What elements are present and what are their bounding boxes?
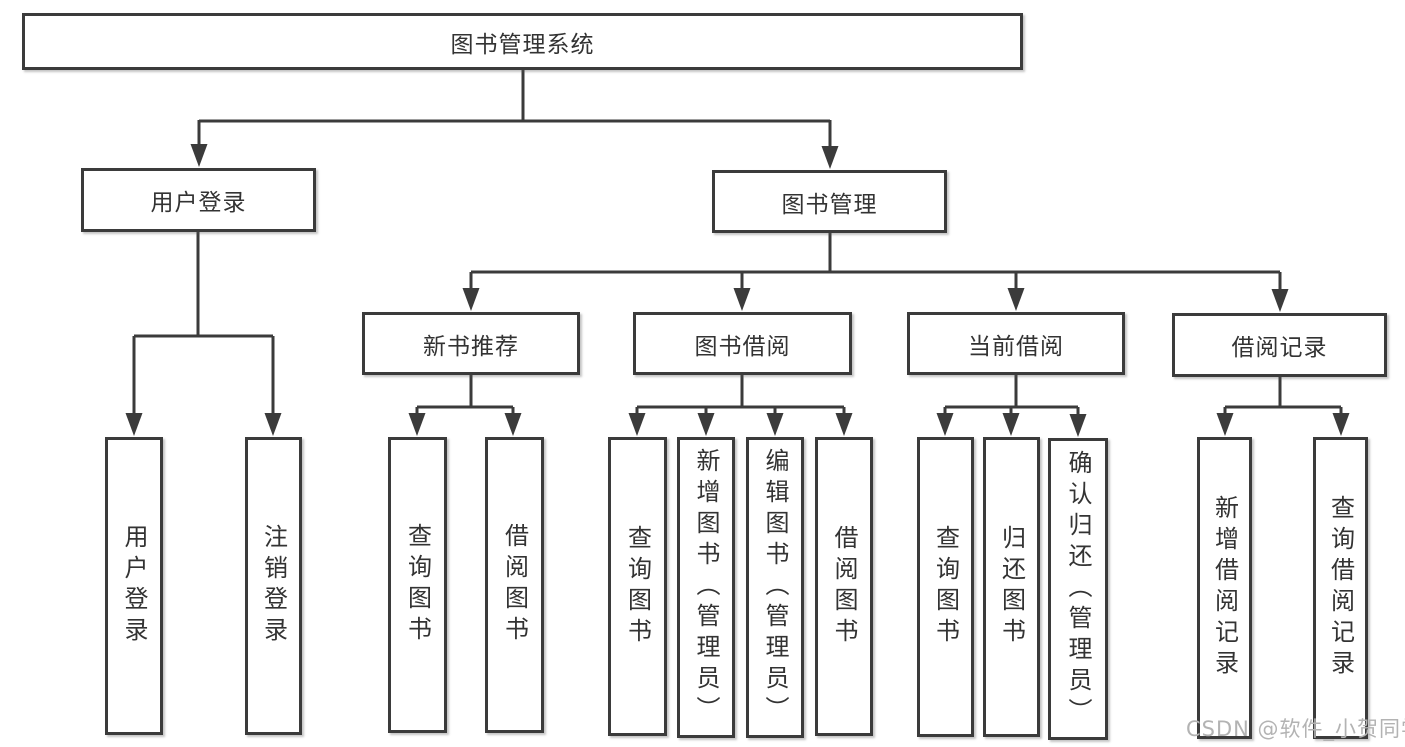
leaf-edit-books-admin: 编辑图书（管理员）	[746, 437, 804, 738]
node-book-borrow: 图书借阅	[633, 312, 852, 375]
leaf-query-books-borrow: 查询图书	[608, 437, 667, 736]
arrow-down-icon	[766, 413, 784, 436]
arrow-down-icon	[125, 413, 143, 436]
arrow-down-icon	[1002, 413, 1020, 436]
arrow-down-icon	[628, 413, 646, 436]
arrow-down-icon	[1332, 413, 1350, 436]
arrow-down-icon	[190, 144, 208, 167]
arrow-down-icon	[835, 413, 853, 436]
arrow-down-icon	[1007, 288, 1025, 311]
arrow-down-icon	[462, 288, 480, 311]
arrow-down-icon	[1069, 414, 1087, 437]
leaf-return-books: 归还图书	[983, 437, 1040, 737]
leaf-query-books-current: 查询图书	[917, 437, 974, 737]
leaf-logout: 注销登录	[245, 437, 302, 735]
leaf-confirm-return-admin: 确认归还（管理员）	[1048, 438, 1108, 740]
watermark-text: CSDN @软件_小贺同学	[1186, 717, 1405, 741]
arrow-down-icon	[264, 413, 282, 436]
leaf-add-borrow-record: 新增借阅记录	[1197, 437, 1252, 739]
leaf-query-borrow-record: 查询借阅记录	[1313, 437, 1368, 739]
arrowhead-icons	[125, 144, 1350, 437]
arrow-down-icon	[1216, 413, 1234, 436]
arrow-down-icon	[733, 288, 751, 311]
arrow-down-icon	[504, 413, 522, 436]
node-borrow-records: 借阅记录	[1172, 313, 1387, 377]
leaf-query-books-recommend: 查询图书	[388, 437, 447, 733]
arrow-down-icon	[1271, 289, 1289, 312]
node-current-borrow: 当前借阅	[907, 312, 1125, 375]
arrow-down-icon	[936, 413, 954, 436]
leaf-borrow-books: 借阅图书	[815, 437, 873, 736]
leaf-user-login: 用户登录	[105, 437, 163, 735]
leaf-add-books-admin: 新增图书（管理员）	[677, 437, 735, 738]
leaf-borrow-books-recommend: 借阅图书	[485, 437, 544, 733]
node-root-system: 图书管理系统	[22, 13, 1023, 70]
arrow-down-icon	[408, 413, 426, 436]
node-new-book-recommend: 新书推荐	[362, 312, 580, 375]
node-book-mgmt: 图书管理	[712, 170, 947, 233]
arrow-down-icon	[697, 413, 715, 436]
connector-paths	[132, 70, 1343, 418]
arrow-down-icon	[821, 146, 839, 169]
node-user-login: 用户登录	[81, 168, 316, 232]
